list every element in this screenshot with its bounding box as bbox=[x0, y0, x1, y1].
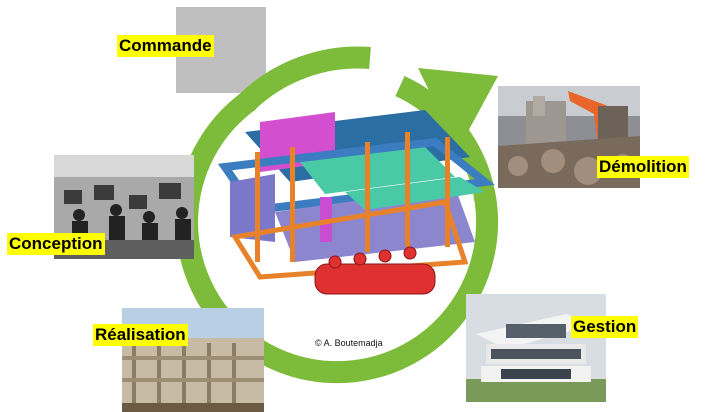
image-credit: © A. Boutemadja bbox=[315, 338, 383, 348]
label-gestion: Gestion bbox=[571, 316, 639, 338]
bim-model-image bbox=[217, 110, 495, 295]
label-realisation: Réalisation bbox=[93, 324, 188, 346]
arrow-head bbox=[418, 68, 498, 150]
modern-building-photo bbox=[466, 294, 606, 402]
label-commande: Commande bbox=[117, 35, 214, 57]
label-conception: Conception bbox=[7, 233, 105, 255]
construction-site-photo bbox=[122, 308, 264, 412]
label-demolition: Démolition bbox=[597, 156, 689, 178]
